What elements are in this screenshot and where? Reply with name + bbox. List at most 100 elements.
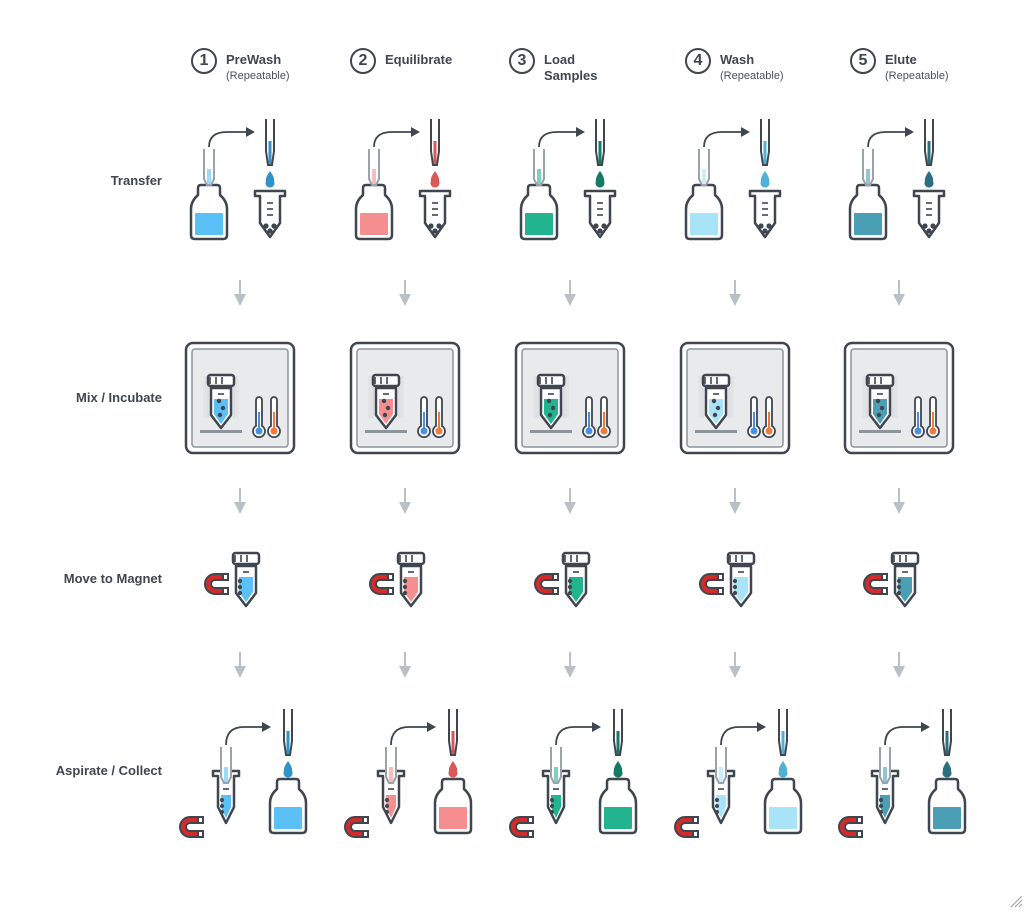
transfer-arrow-icon [555,722,601,746]
flow-arrow-down-icon [399,280,411,306]
row-label-move-to-magnet: Move to Magnet [63,571,162,586]
magnet-icon [204,573,229,595]
step-header-2: 2 Equilibrate [350,48,452,74]
mixing-tube-icon [371,373,401,430]
thermometer-icon [747,396,761,439]
flow-arrow-down-icon [399,488,411,514]
pipette-tip-icon [698,149,710,186]
reagent-bottle-icon [433,777,473,835]
bead-tube-icon [912,189,946,239]
bead-tube-icon [253,189,287,239]
aspirate-cell-3 [509,709,638,838]
magnet-icon [179,816,204,838]
magnet-icon [369,573,394,595]
step-number-badge: 3 [509,48,535,74]
row-label-transfer: Transfer [110,173,162,188]
aspirate-cell-5 [838,709,967,838]
thermometer-icon [911,396,925,439]
pipette-tip-icon [715,747,727,784]
resize-grip-icon[interactable] [1009,894,1023,908]
mixing-tube-icon [536,373,566,430]
transfer-arrow-icon [390,722,436,746]
transfer-arrow-icon [703,127,750,148]
tube-on-magnet-icon [890,551,920,608]
dispensing-pipette-icon [283,709,293,778]
incubator-cell-5 [843,341,955,455]
reagent-bottle-icon [519,183,559,241]
step-title: PreWash [226,52,282,67]
flow-arrow-down-icon [234,488,246,514]
flow-arrow-down-icon [729,488,741,514]
reagent-bottle-icon [598,777,638,835]
transfer-arrow-icon [538,127,585,148]
flow-arrow-down-icon [234,652,246,678]
dispensing-pipette-icon [430,119,440,188]
magnet-cell-2 [369,551,426,608]
dispensing-pipette-icon [942,709,952,778]
transfer-arrow-icon [225,722,271,746]
thermometer-icon [597,396,611,439]
incubator-cell-2 [349,341,461,455]
reagent-bottle-icon [268,777,308,835]
mixing-tube-icon [865,373,895,430]
step-subtitle: (Repeatable) [885,70,949,82]
tube-on-magnet-icon [726,551,756,608]
pipette-tip-icon [533,149,545,186]
tube-on-magnet-icon [396,551,426,608]
transfer-arrow-icon [884,722,930,746]
aspirate-cell-2 [344,709,473,838]
magnet-icon [509,816,534,838]
flow-arrow-down-icon [564,488,576,514]
incubator-cell-3 [514,341,626,455]
flow-arrow-down-icon [234,280,246,306]
pipette-tip-icon [368,149,380,186]
step-number-badge: 5 [850,48,876,74]
aspirate-cell-4 [674,709,803,838]
flow-arrow-down-icon [729,280,741,306]
flow-arrow-down-icon [729,652,741,678]
step-subtitle: (Repeatable) [226,70,290,82]
reagent-bottle-icon [927,777,967,835]
dispensing-pipette-icon [595,119,605,188]
step-number-badge: 2 [350,48,376,74]
incubator-cell-1 [184,341,296,455]
reagent-bottle-icon [354,183,394,241]
step-title: Equilibrate [385,52,453,67]
magnet-icon [838,816,863,838]
thermometer-icon [582,396,596,439]
thermometer-icon [417,396,431,439]
step-number-badge: 1 [191,48,217,74]
reagent-bottle-icon [684,183,724,241]
pipette-tip-icon [550,747,562,784]
thermometer-icon [432,396,446,439]
flow-arrow-down-icon [893,652,905,678]
step-header-1: 1 PreWash (Repeatable) [191,48,290,82]
tube-on-magnet-icon [561,551,591,608]
bead-tube-icon [418,189,452,239]
magnet-icon [674,816,699,838]
pipette-tip-icon [862,149,874,186]
bead-tube-icon [583,189,617,239]
step-number-badge: 4 [685,48,711,74]
flow-arrow-down-icon [564,652,576,678]
transfer-arrow-icon [208,127,255,148]
dispensing-pipette-icon [613,709,623,778]
row-label-mix-incubate: Mix / Incubate [76,390,162,405]
sample-tube-icon [870,769,900,825]
magnet-icon [344,816,369,838]
transfer-arrow-icon [867,127,914,148]
transfer-cell-3 [519,119,617,241]
flow-arrow-down-icon [893,280,905,306]
mixing-tube-icon [206,373,236,430]
dispensing-pipette-icon [448,709,458,778]
transfer-cell-4 [684,119,782,241]
row-label-aspirate-collect: Aspirate / Collect [55,763,162,778]
reagent-bottle-icon [189,183,229,241]
sample-tube-icon [376,769,406,825]
flow-arrow-down-icon [564,280,576,306]
pipette-tip-icon [879,747,891,784]
reagent-bottle-icon [763,777,803,835]
step-title: Load [544,52,576,67]
